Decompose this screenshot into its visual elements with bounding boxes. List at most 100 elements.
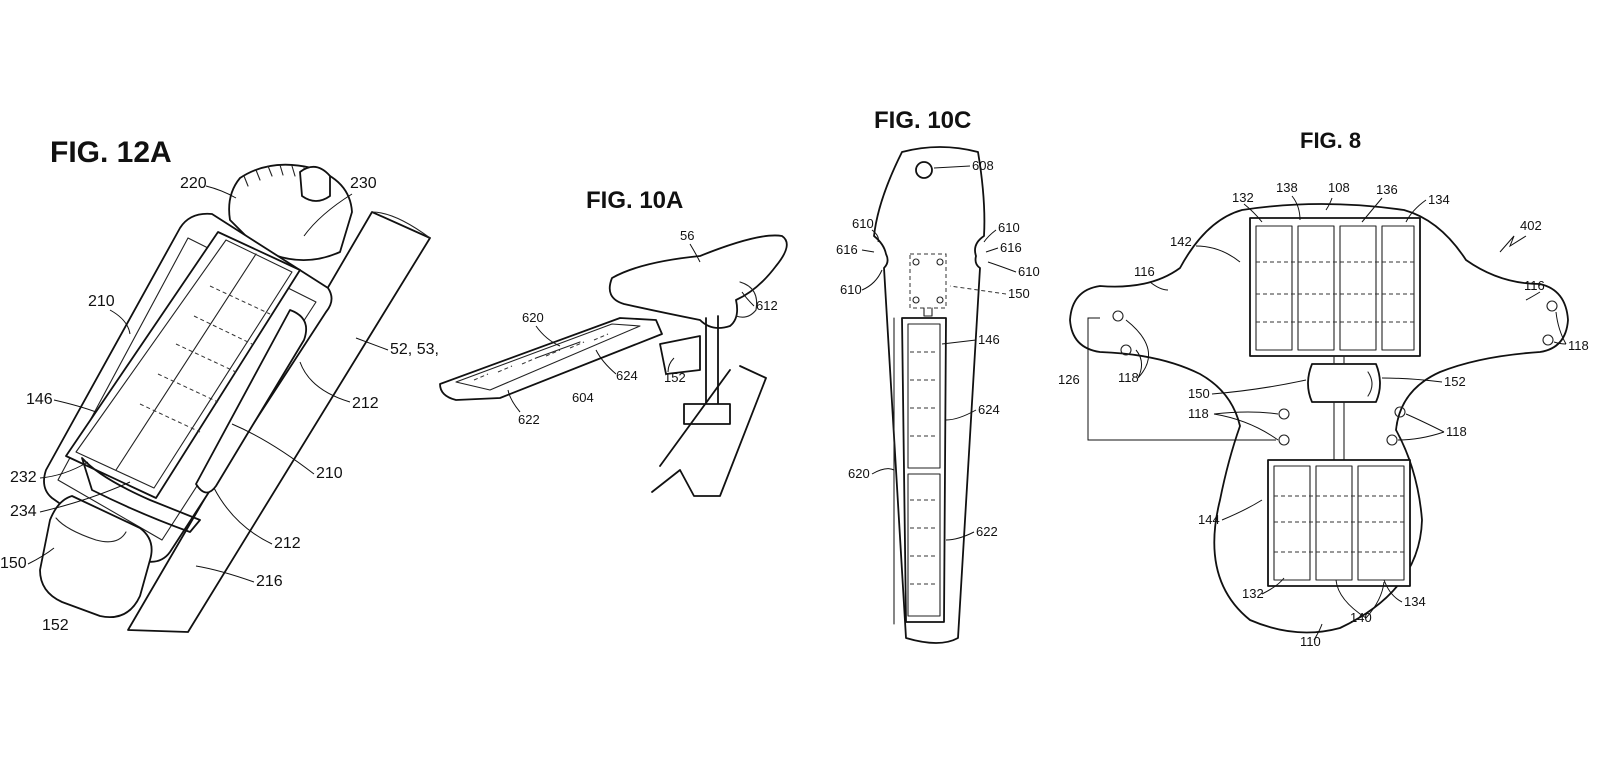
ref-label: 604	[572, 390, 594, 405]
ref-label: 230	[350, 175, 377, 192]
ref-label: 138	[1276, 180, 1298, 195]
mount-150	[909, 253, 947, 309]
leader-line	[983, 229, 997, 243]
leader-line	[1361, 197, 1383, 223]
leader-line	[1291, 195, 1301, 221]
leader-line	[1243, 203, 1263, 223]
leader-line	[667, 357, 675, 373]
frame-tube-top	[371, 211, 431, 239]
ref-label: 142	[1170, 234, 1192, 249]
ref-label: 210	[88, 293, 115, 310]
ref-label: 118	[1446, 424, 1467, 439]
upper-panel-cells	[1255, 225, 1415, 351]
leader-line	[27, 547, 55, 565]
leader-line	[195, 565, 255, 583]
grommet-118	[1546, 300, 1558, 312]
lower-solar-panel-144	[1267, 459, 1411, 587]
arrow-402	[1499, 235, 1527, 253]
ref-label: 620	[848, 466, 870, 481]
saddle-bag-outline	[1069, 203, 1569, 634]
leader-line	[595, 349, 617, 375]
leader-line	[861, 249, 875, 253]
saddle-56	[608, 234, 788, 329]
lower-cell-lines	[1274, 495, 1404, 553]
ref-label: 620	[522, 310, 544, 325]
ref-label: 52, 53,	[390, 341, 439, 358]
grommet-118	[1278, 434, 1290, 446]
leader-line	[1325, 197, 1333, 211]
leader-line	[1211, 379, 1307, 395]
leader-line	[39, 481, 131, 513]
ref-label: 616	[836, 242, 858, 257]
screw	[936, 258, 944, 266]
ref-label: 212	[352, 395, 379, 412]
leader-line	[1125, 319, 1149, 379]
leader-line	[1405, 199, 1427, 223]
ref-label: 616	[1000, 240, 1022, 255]
leader-line	[355, 337, 389, 351]
ref-label: 118	[1118, 370, 1139, 385]
screw	[936, 296, 944, 304]
leader-line	[535, 325, 561, 347]
leader-line	[1149, 281, 1169, 291]
leader-line	[933, 165, 971, 169]
ref-label: 610	[840, 282, 862, 297]
leader-line	[1221, 499, 1263, 521]
ref-label: 56	[680, 228, 694, 243]
leader-line	[689, 243, 701, 263]
ref-label: 144	[1198, 512, 1220, 527]
ref-label: 108	[1328, 180, 1350, 195]
ref-label: 118	[1188, 406, 1209, 421]
ref-label: 216	[256, 573, 283, 590]
panel-622	[907, 473, 941, 617]
ref-label: 402	[1520, 218, 1542, 233]
leader-line	[949, 285, 1007, 295]
ref-label: 234	[10, 503, 37, 520]
grommet-118	[1278, 408, 1290, 420]
leader-line	[741, 291, 755, 307]
ref-label: 110	[1300, 634, 1321, 649]
leader-line	[987, 261, 1017, 273]
ref-label: 210	[316, 465, 343, 482]
ref-label: 610	[852, 216, 874, 231]
screw	[912, 258, 920, 266]
ref-label: 608	[972, 158, 994, 173]
figure-10c: FIG. 10C 608 610 610 616 616 610 610 150…	[836, 107, 1040, 644]
saddle-clip-612	[735, 281, 758, 318]
leader-line	[205, 185, 237, 199]
leader-line	[1195, 245, 1241, 263]
ref-label: 610	[1018, 264, 1040, 279]
figure-10a: FIG. 10A 56 612 620 624 152 604 622	[439, 187, 788, 497]
grommet-118	[1394, 406, 1406, 418]
bracket-126	[1087, 317, 1276, 441]
ref-label: 622	[518, 412, 540, 427]
ref-label: 220	[180, 175, 207, 192]
ref-label: 132	[1242, 586, 1264, 601]
hole-608	[915, 161, 933, 179]
ref-label: 134	[1428, 192, 1450, 207]
light-unit-150	[1307, 363, 1381, 403]
grommet-118	[1542, 334, 1554, 346]
leader-line	[985, 247, 999, 253]
ref-label: 126	[1058, 372, 1080, 387]
ref-label: 140	[1350, 610, 1372, 625]
strap-lower	[81, 457, 201, 533]
panel-146	[907, 323, 941, 469]
grommet-118	[1112, 310, 1124, 322]
ref-label: 612	[756, 298, 778, 313]
ref-label: 146	[26, 391, 53, 408]
leader-line	[1397, 413, 1445, 441]
strap-212-upper	[195, 309, 308, 494]
leader-line	[861, 269, 883, 291]
ref-label: 232	[10, 469, 37, 486]
seat-post	[705, 315, 719, 411]
figure-8: FIG. 8 132 138 108 136 134 402	[1058, 128, 1589, 649]
leader-line	[303, 193, 353, 237]
leader-line	[213, 487, 273, 545]
upper-solar-panel-142	[1249, 217, 1421, 357]
ref-label: 118	[1568, 338, 1589, 353]
leader-line	[1335, 579, 1385, 619]
ref-label: 610	[998, 220, 1020, 235]
